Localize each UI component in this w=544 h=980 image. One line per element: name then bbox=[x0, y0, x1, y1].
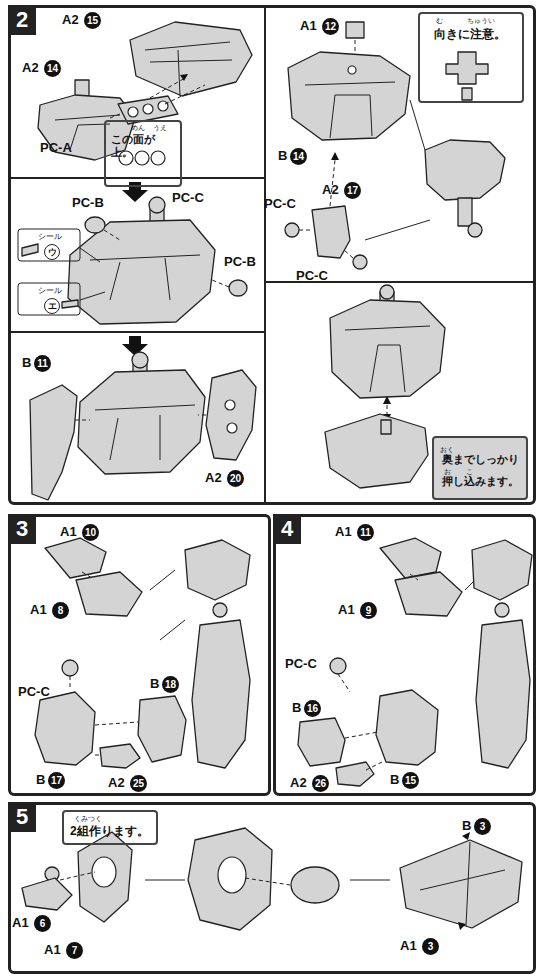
part-label: B bbox=[22, 355, 31, 371]
step-number: 2 bbox=[8, 5, 36, 35]
callout-number: 16 bbox=[304, 700, 321, 717]
part-label: PC-A bbox=[40, 140, 72, 156]
step-panel: 3 bbox=[8, 514, 271, 796]
callout-number: 11 bbox=[357, 524, 374, 541]
part-label: A2 bbox=[205, 470, 222, 486]
note-text: 2組作ります。 bbox=[70, 824, 150, 838]
part-label: B bbox=[150, 676, 159, 692]
callout-number: 15 bbox=[84, 12, 101, 29]
furigana: む bbox=[436, 17, 443, 25]
callout-number: 10 bbox=[82, 524, 99, 541]
part-label: A2 bbox=[62, 12, 79, 28]
seal-number: ウ bbox=[44, 244, 60, 260]
part-label: PC-C bbox=[285, 656, 317, 672]
part-label: B bbox=[278, 148, 287, 164]
step-number: 5 bbox=[8, 802, 36, 832]
part-label: A1 bbox=[12, 915, 29, 931]
furigana: ちゅうい bbox=[467, 17, 495, 25]
callout-number: 25 bbox=[130, 775, 147, 792]
callout-number: 14 bbox=[290, 148, 307, 165]
part-label: A1 bbox=[335, 524, 352, 540]
callout-number: 8 bbox=[52, 602, 69, 619]
step-number: 3 bbox=[8, 514, 36, 544]
callout-number: 3 bbox=[422, 938, 439, 955]
seal-label: シール bbox=[38, 232, 62, 241]
part-label: PC-C bbox=[296, 268, 328, 284]
part-label: A2 bbox=[22, 60, 39, 76]
furigana: おく bbox=[440, 446, 454, 454]
callout-number: 15 bbox=[402, 772, 419, 789]
part-label: PC-C bbox=[18, 684, 50, 700]
part-label: PC-B bbox=[72, 195, 104, 211]
part-label: A1 bbox=[44, 942, 61, 958]
step-panel: 2 この面が上。 向きに注意。奥までしっかり押し込みます。 bbox=[8, 5, 536, 505]
part-label: B bbox=[462, 818, 471, 834]
part-label: A2 bbox=[322, 182, 339, 198]
part-label: B bbox=[292, 700, 301, 716]
part-label: PC-C bbox=[172, 190, 204, 206]
callout-number: 7 bbox=[66, 942, 83, 959]
note-text: 向きに注意。 bbox=[434, 27, 518, 41]
part-label: B bbox=[36, 772, 45, 788]
seal-label: シール bbox=[38, 286, 62, 295]
callout-number: 3 bbox=[474, 818, 491, 835]
furigana: うえ bbox=[153, 124, 167, 132]
callout-number: 17 bbox=[344, 182, 361, 199]
seal-number: エ bbox=[44, 298, 60, 314]
part-label: A1 bbox=[338, 602, 355, 618]
part-label: A2 bbox=[108, 775, 125, 791]
part-label: A1 bbox=[30, 602, 47, 618]
part-label: PC-B bbox=[224, 254, 256, 270]
furigana: くみ bbox=[74, 815, 88, 823]
note-box: 向きに注意。 bbox=[418, 12, 524, 103]
callout-number: 11 bbox=[34, 355, 51, 372]
part-label: A1 bbox=[400, 938, 417, 954]
callout-number: 18 bbox=[162, 676, 179, 693]
callout-number: 12 bbox=[322, 18, 339, 35]
furigana: こ bbox=[466, 468, 473, 476]
callout-number: 14 bbox=[44, 60, 61, 77]
furigana: めん bbox=[131, 124, 145, 132]
part-label: A2 bbox=[290, 775, 307, 791]
furigana: つく bbox=[88, 815, 102, 823]
step-number: 4 bbox=[273, 514, 301, 544]
callout-number: 9 bbox=[360, 602, 377, 619]
callout-number: 20 bbox=[227, 470, 244, 487]
note-text: この面が上。 bbox=[111, 133, 176, 159]
part-label: A1 bbox=[300, 18, 317, 34]
callout-number: 17 bbox=[48, 772, 65, 789]
part-label: A1 bbox=[60, 524, 77, 540]
part-label: PC-C bbox=[264, 196, 296, 212]
callout-number: 6 bbox=[34, 915, 51, 932]
step-panel: 5 2組作ります。 bbox=[8, 802, 536, 974]
furigana: お bbox=[444, 468, 451, 476]
note-text: 奥までしっかり押し込みます。 bbox=[442, 448, 522, 492]
callout-number: 26 bbox=[312, 775, 329, 792]
step-panel: 4 bbox=[273, 514, 536, 796]
part-label: B bbox=[390, 772, 399, 788]
